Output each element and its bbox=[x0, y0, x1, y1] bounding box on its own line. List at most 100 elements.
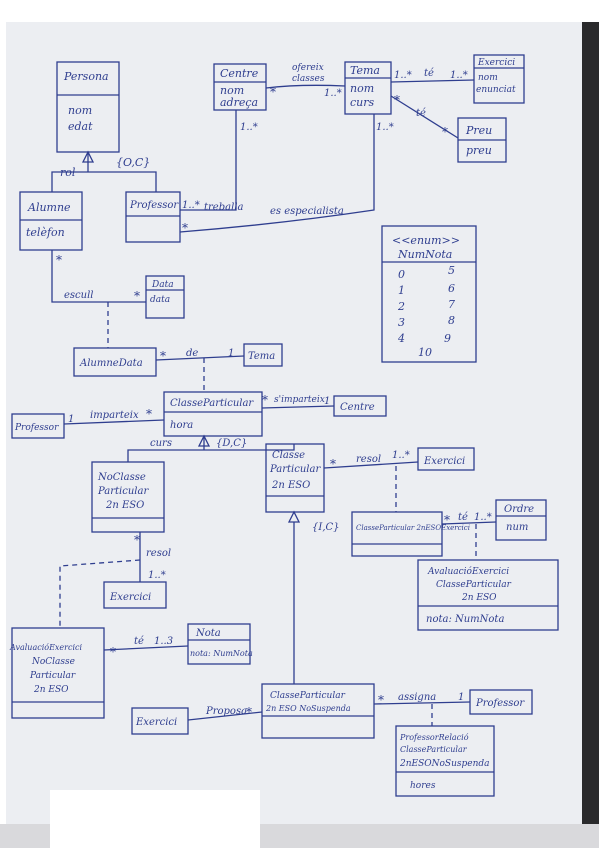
assoc-exercici-nosuspenda bbox=[187, 711, 263, 721]
label-treballa: treballa bbox=[204, 202, 243, 213]
class-professorrelacio-box bbox=[395, 725, 495, 797]
tema-attr-1: nom bbox=[350, 82, 374, 95]
enum-value-2: 2 bbox=[397, 300, 405, 313]
mult-assigna-one: 1 bbox=[458, 692, 464, 703]
class-avaluacio-left-box bbox=[11, 627, 105, 719]
label-te-ordre: té bbox=[458, 512, 468, 523]
centre-mid-name: Centre bbox=[340, 402, 375, 413]
assoc-classe2neso-exercici bbox=[323, 461, 419, 469]
class-centre-box bbox=[213, 63, 267, 111]
mult-professor-star: * bbox=[182, 221, 188, 235]
enum-stereotype: <<enum>> bbox=[392, 234, 460, 247]
class-classe2neso-box bbox=[265, 443, 325, 513]
class-classeparticular-box bbox=[163, 391, 263, 437]
label-resol-top: resol bbox=[356, 454, 381, 465]
label-de: de bbox=[186, 348, 198, 359]
dash-avaluacio-left bbox=[59, 559, 141, 628]
enum-value-10: 10 bbox=[418, 346, 432, 359]
professorrelacio-line-2: ClasseParticular bbox=[400, 745, 468, 754]
exercici-top-attr-1: nom bbox=[478, 73, 498, 83]
class-nosuspenda-box bbox=[261, 683, 375, 739]
persona-attr-1: nom bbox=[68, 104, 92, 117]
class-professor-left-box bbox=[11, 413, 65, 439]
avaluacio-left-line-4: 2n ESO bbox=[33, 685, 69, 695]
exercici-top-attr-2: enunciat bbox=[476, 85, 516, 95]
mult-avaluacio-star: * bbox=[110, 645, 116, 659]
mult-alumnedata-star: * bbox=[160, 349, 166, 363]
enum-value-3: 3 bbox=[398, 316, 405, 329]
mult-noclasse-star: * bbox=[134, 533, 140, 547]
centre-name: Centre bbox=[220, 67, 259, 80]
alumne-name: Alumne bbox=[27, 201, 71, 214]
enum-value-0: 0 bbox=[398, 268, 405, 281]
mult-cp-star: * bbox=[444, 513, 450, 527]
centre-attr-2: adreça bbox=[220, 96, 258, 109]
assoc-tema-exercici bbox=[390, 79, 475, 83]
mult-centre-tema-onestar: 1..* bbox=[324, 88, 342, 99]
classe2neso-line-1: Classe bbox=[272, 450, 305, 461]
classeparticular-attr: hora bbox=[170, 420, 193, 431]
class-professor-top-box bbox=[125, 191, 181, 243]
exercici-lower-name: Exercici bbox=[109, 592, 151, 603]
label-escull: escull bbox=[64, 290, 94, 301]
avaluacio-right-line-2: ClasseParticular bbox=[436, 580, 512, 590]
enum-value-5: 5 bbox=[448, 264, 455, 277]
tema-attr-2: curs bbox=[350, 96, 375, 109]
professor-bottom-name: Professor bbox=[475, 698, 525, 709]
class-nota-box bbox=[187, 623, 251, 665]
avaluacio-left-line-1: AvaluacióExercici bbox=[9, 643, 83, 652]
assoc-tema-preu bbox=[390, 95, 459, 139]
mult-assigna-star: * bbox=[378, 693, 384, 707]
label-te-exercici: té bbox=[424, 68, 434, 79]
professor-left-name: Professor bbox=[14, 423, 59, 433]
assoc-centre-professor bbox=[180, 110, 237, 211]
label-especialista: es especialista bbox=[270, 206, 344, 217]
class-ordre-box bbox=[495, 499, 547, 541]
gen-nosuspenda-triangle bbox=[287, 510, 301, 523]
assoc-cp2neso-ordre bbox=[441, 521, 497, 525]
cp2neso-name: ClasseParticular 2nESOExercici bbox=[356, 524, 470, 532]
mult-professor-onestar: 1..* bbox=[182, 200, 200, 211]
nota-name: Nota bbox=[195, 628, 221, 639]
label-resol-mid: resol bbox=[146, 548, 171, 559]
avaluacio-right-attr: nota: NumNota bbox=[426, 614, 504, 625]
persona-attr-2: edat bbox=[68, 120, 93, 133]
mult-exercici-lower-onestar: 1..* bbox=[148, 570, 166, 581]
mult-centre-onestar: 1..* bbox=[240, 122, 258, 133]
alumne-attr: telèfon bbox=[26, 226, 65, 239]
mult-centre-tema-star: * bbox=[270, 85, 276, 99]
mult-ordre-onestar: 1..* bbox=[474, 512, 492, 523]
exercici-bottom-name: Exercici bbox=[135, 717, 177, 728]
centre-attr-1: nom bbox=[220, 84, 244, 97]
ordre-name: Ordre bbox=[504, 504, 534, 515]
class-tema-box bbox=[344, 61, 392, 115]
class-data-box bbox=[145, 275, 185, 319]
enum-value-6: 6 bbox=[448, 282, 455, 295]
classeparticular-name: ClasseParticular bbox=[170, 398, 254, 409]
classe2neso-line-2: Particular bbox=[269, 464, 321, 475]
mult-professor-one: 1 bbox=[68, 414, 74, 425]
label-imparteix-left: imparteix bbox=[90, 410, 139, 421]
avaluacio-left-line-2: NoClasse bbox=[31, 657, 75, 667]
label-rol: rol bbox=[60, 166, 76, 179]
nosuspenda-line-2: 2n ESO NoSuspenda bbox=[265, 704, 351, 713]
data-attr: data bbox=[150, 295, 170, 305]
mult-data-star: * bbox=[134, 289, 140, 303]
avaluacio-right-line-3: 2n ESO bbox=[461, 593, 497, 603]
mult-classe-star-right: * bbox=[262, 393, 268, 407]
classe2neso-line-3: 2n ESO bbox=[271, 480, 310, 491]
label-sub-constraint: {I,C} bbox=[312, 522, 340, 533]
gen-classe bbox=[127, 436, 295, 462]
exercici-mid-name: Exercici bbox=[423, 456, 465, 467]
enum-name: NumNota bbox=[397, 248, 452, 261]
professorrelacio-attr: hores bbox=[410, 781, 436, 791]
avaluacio-left-line-3: Particular bbox=[29, 671, 76, 681]
mult-tema-onestar: 1..* bbox=[376, 122, 394, 133]
mult-tema-preu-star2: * bbox=[442, 125, 448, 139]
noclasse-line-3: 2n ESO bbox=[105, 500, 144, 511]
mult-centre-one: 1 bbox=[324, 396, 330, 407]
label-te-preu: té bbox=[416, 108, 426, 119]
avaluacio-right-line-1: AvaluacióExercici bbox=[427, 566, 509, 577]
professorrelacio-line-3: 2nESONoSuspenda bbox=[399, 759, 490, 769]
